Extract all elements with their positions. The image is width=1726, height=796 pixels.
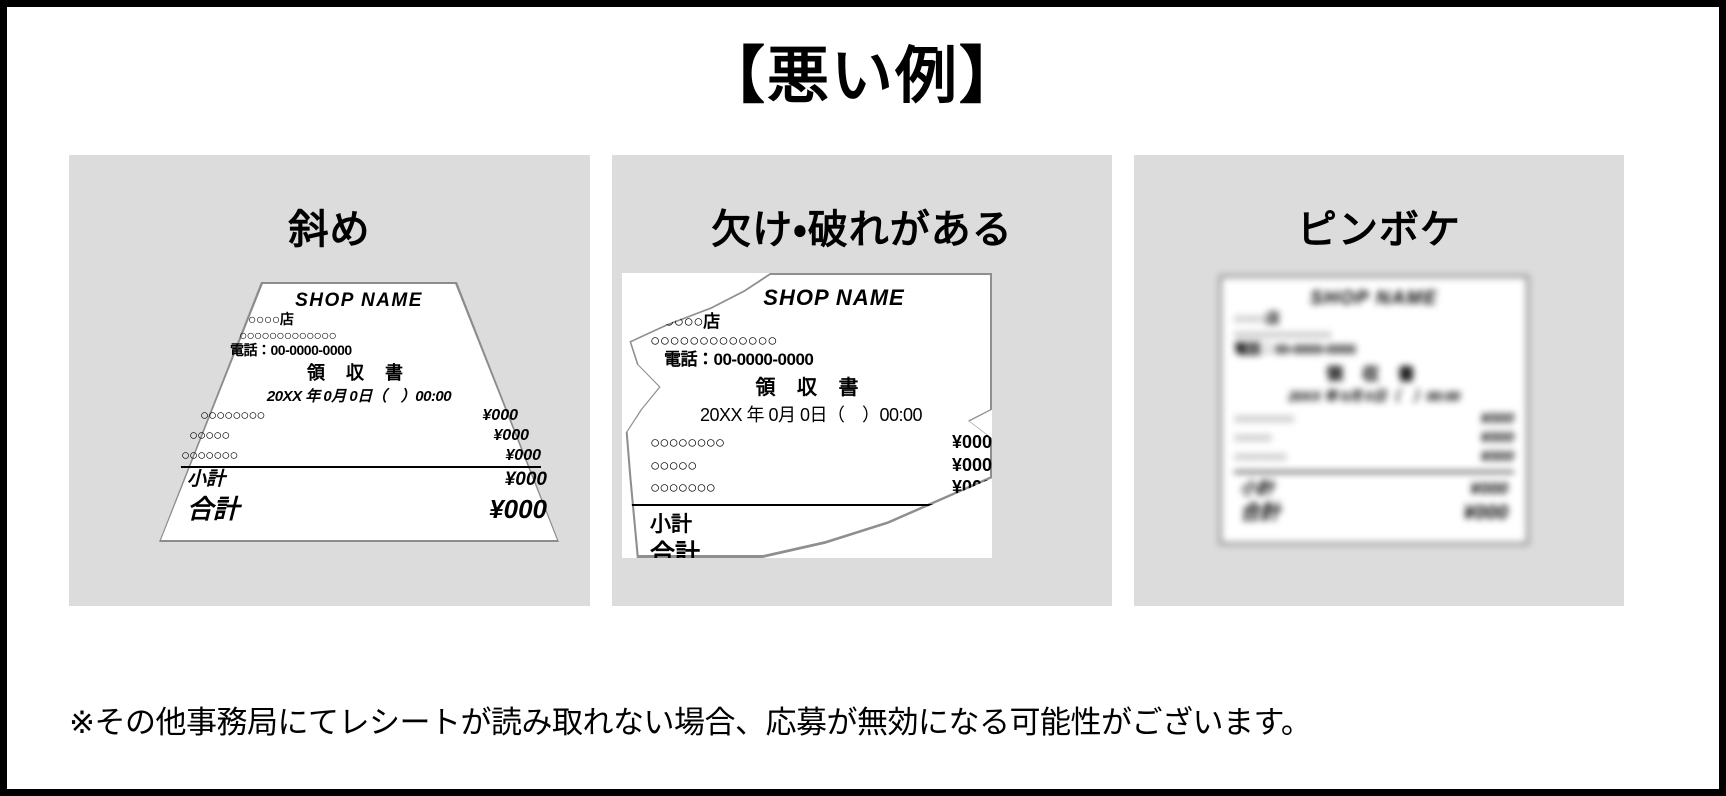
receipt-doc-title: 領 収 書	[1326, 365, 1422, 385]
receipt-total-row: 合計 ¥000	[630, 538, 992, 558]
receipt-item-row: ○○○○○ ¥000	[189, 426, 529, 446]
receipt-subtotal-row: 小計 ¥000	[181, 468, 553, 493]
example-panel-blurred: ピンボケ SHOP NAME ○○○○店 ○○○○○○○○○○○○○ 電話：00…	[1134, 155, 1624, 606]
panel-heading-blurred: ピンボケ	[1297, 208, 1461, 252]
page-title: 【悪い例】	[702, 42, 1023, 111]
example-panel-torn: 欠け・破れがある SHOP NAME ○○○○店 ○○○○○○○○○○○○○ 電…	[612, 155, 1112, 606]
item-amount: ¥000	[482, 407, 518, 425]
total-amount: ¥000	[930, 539, 986, 558]
item-amount: ¥000	[505, 447, 541, 465]
receipt-item-row: ○○○○○ ¥000	[630, 454, 992, 477]
receipt-branch: ○○○○店	[664, 312, 720, 331]
item-name: ○○○○○○○○	[1234, 410, 1295, 427]
receipt-date: 20XX 年 0月 0日（ ）00:00	[266, 388, 452, 406]
example-panel-slanted: 斜め SHOP NAME ○○○○店 ○○○○○○○○○○○○○ 電話：00-0…	[69, 155, 590, 606]
total-amount: ¥000	[1463, 502, 1509, 525]
receipt-shop-name: SHOP NAME	[295, 290, 423, 311]
receipt-divider	[630, 503, 992, 506]
receipt-branch: ○○○○店	[1234, 310, 1280, 326]
receipt-address: ○○○○○○○○○○○○○	[1234, 325, 1332, 342]
item-name: ○○○○○	[189, 427, 230, 445]
receipt-content: SHOP NAME ○○○○店 ○○○○○○○○○○○○○ 電話：00-0000…	[1222, 278, 1526, 532]
subtotal-amount: ¥000	[504, 469, 547, 491]
receipt-item-row: ○○○○○○○ ¥000	[1234, 448, 1514, 467]
receipt-item-row: ○○○○○○○ ¥000	[630, 476, 992, 499]
receipt-content: SHOP NAME ○○○○店 ○○○○○○○○○○○○○ 電話：00-0000…	[626, 273, 992, 558]
subtotal-amount: ¥000	[1470, 479, 1508, 499]
receipt-item-row: ○○○○○○○○ ¥000	[630, 431, 992, 454]
item-name: ○○○○○	[1234, 428, 1272, 445]
receipt-doc-title: 領 収 書	[755, 377, 867, 400]
receipt-phone: 電話：00-0000-0000	[664, 350, 814, 370]
panel-heading-torn: 欠け・破れがある	[711, 208, 1013, 252]
receipt-address: ○○○○○○○○○○○○○	[239, 326, 337, 343]
receipt-divider	[181, 466, 541, 469]
receipt-total-row: 合計 ¥000	[1234, 500, 1514, 526]
receipt-image-blurred: SHOP NAME ○○○○店 ○○○○○○○○○○○○○ 電話：00-0000…	[1219, 275, 1529, 545]
receipt-shop-name: SHOP NAME	[763, 285, 905, 310]
receipt-divider	[1234, 471, 1514, 474]
receipt-phone: 電話：00-0000-0000	[230, 342, 352, 359]
item-amount: ¥000	[1480, 410, 1514, 428]
item-name: ○○○○○○○○	[650, 433, 725, 453]
subtotal-label: 小計	[1240, 479, 1274, 499]
receipt-item-row: ○○○○○○○○ ¥000	[1234, 410, 1514, 429]
item-amount: ¥000	[951, 432, 992, 453]
total-label: 合計	[650, 539, 701, 558]
subtotal-label: 小計	[650, 512, 692, 536]
panel-heading-slanted: 斜め	[288, 208, 371, 252]
total-label: 合計	[1240, 502, 1280, 525]
subtotal-amount: ¥000	[939, 512, 986, 536]
receipt-subtotal-row: 小計 ¥000	[1234, 478, 1514, 500]
footnote-text: ※その他事務局にてレシートが読み取れない場合、応募が無効になる可能性がございます…	[69, 705, 1312, 740]
receipt-date: 20XX 年 0月 0日（ ）00:00	[699, 405, 923, 426]
receipt-branch: ○○○○店	[248, 311, 294, 327]
receipt-date: 20XX 年 0月 0日（ ）00:00	[1288, 388, 1460, 405]
item-name: ○○○○○○○○	[200, 407, 265, 425]
item-amount: ¥000	[1480, 447, 1514, 465]
receipt-address: ○○○○○○○○○○○○○	[650, 331, 778, 351]
receipt-item-row: ○○○○○ ¥000	[1234, 429, 1514, 448]
item-amount: ¥000	[1480, 428, 1514, 446]
receipt-doc-title: 領 収 書	[306, 363, 411, 384]
receipt-item-row: ○○○○○○○ ¥000	[181, 446, 541, 466]
item-amount: ¥000	[951, 454, 992, 475]
item-name: ○○○○○○○	[181, 447, 238, 465]
item-amount: ¥000	[951, 477, 992, 498]
receipt-shop-name: SHOP NAME	[1310, 288, 1438, 309]
receipt-image-slanted: SHOP NAME ○○○○店 ○○○○○○○○○○○○○ 電話：00-0000…	[159, 282, 559, 542]
subtotal-label: 小計	[187, 469, 226, 491]
item-name: ○○○○○	[650, 455, 697, 475]
receipt-subtotal-row: 小計 ¥000	[630, 511, 992, 538]
receipt-content: SHOP NAME ○○○○店 ○○○○○○○○○○○○○ 電話：00-0000…	[159, 282, 559, 533]
total-amount: ¥000	[489, 493, 547, 524]
item-amount: ¥000	[493, 427, 529, 445]
receipt-item-row: ○○○○○○○○ ¥000	[200, 406, 518, 426]
item-name: ○○○○○○○	[650, 478, 716, 498]
item-name: ○○○○○○○	[1234, 447, 1287, 464]
receipt-tear-mask: SHOP NAME ○○○○店 ○○○○○○○○○○○○○ 電話：00-0000…	[626, 273, 992, 558]
receipt-image-torn: SHOP NAME ○○○○店 ○○○○○○○○○○○○○ 電話：00-0000…	[622, 273, 992, 558]
receipt-phone: 電話：00-0000-0000	[1234, 341, 1356, 358]
total-label: 合計	[187, 493, 240, 524]
receipt-total-row: 合計 ¥000	[181, 493, 553, 527]
